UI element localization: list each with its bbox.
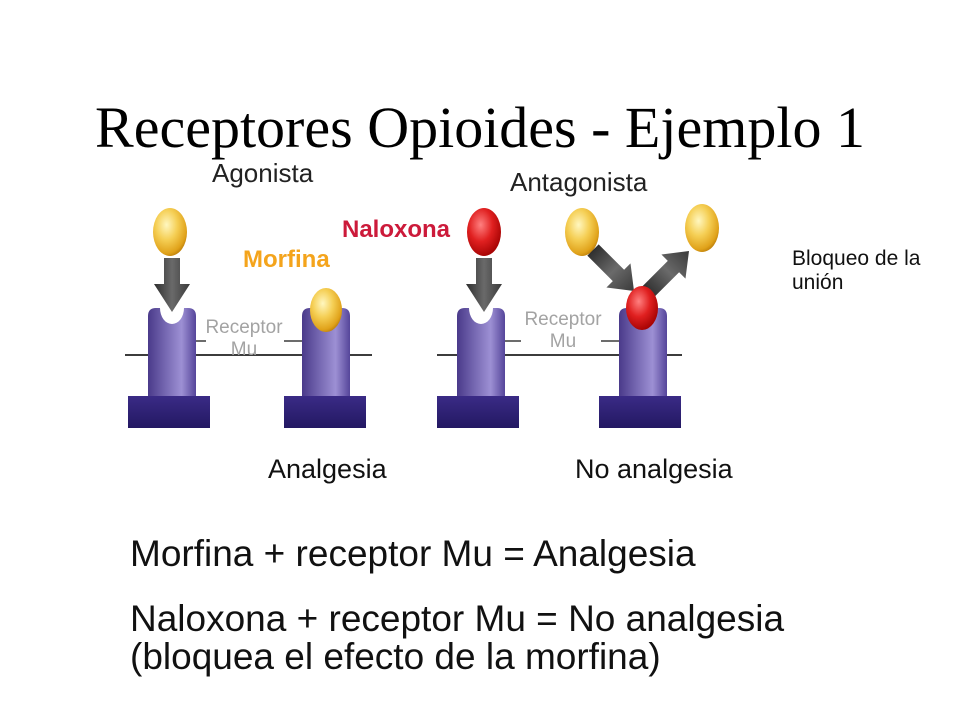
receptor-mu-bound-naloxone <box>599 286 681 428</box>
naloxone-label: Naloxona <box>342 216 451 243</box>
receptor-base <box>437 396 519 428</box>
antagonist-panel <box>437 204 719 428</box>
receptor-label: Receptor Mu <box>200 317 288 361</box>
deflected-morphine-molecule-icon <box>685 204 719 252</box>
summary-line: Morfina + receptor Mu = Analgesia <box>130 533 696 574</box>
morphine-label: Morfina <box>243 246 330 273</box>
morphine-molecule-icon <box>565 208 599 256</box>
receptor-base <box>128 396 210 428</box>
summary-line: Naloxona + receptor Mu = No analgesia <box>130 598 785 639</box>
receptor-mu-unbound <box>128 308 210 428</box>
deflect-arrow-icon <box>642 250 690 298</box>
down-arrow-icon <box>154 258 190 312</box>
receptor-column <box>302 308 350 398</box>
receptor-base <box>599 396 681 428</box>
receptor-mu-bound-morphine <box>284 288 366 428</box>
receptor-column <box>148 308 196 398</box>
receptor-column <box>619 308 667 398</box>
receptor-label-line: Mu <box>230 339 258 360</box>
bound-morphine-molecule-icon <box>310 288 342 332</box>
receptor-label-line: Receptor <box>205 317 283 338</box>
binding-block-note: Bloqueo de la unión <box>792 247 921 294</box>
agonist-heading: Agonista <box>212 158 314 188</box>
slide-title: Receptores Opioides - Ejemplo 1 <box>95 95 865 160</box>
down-arrow-icon <box>466 258 502 312</box>
agonist-panel <box>125 208 372 428</box>
receptor-label-line: Receptor <box>524 309 602 330</box>
bound-naloxone-molecule-icon <box>626 286 658 330</box>
approach-arrow-icon <box>587 244 635 292</box>
antagonist-heading: Antagonista <box>510 167 648 197</box>
antagonist-outcome: No analgesia <box>575 454 733 484</box>
naloxone-molecule-icon <box>467 208 501 256</box>
receptor-column <box>457 308 505 398</box>
receptor-mu-unbound <box>437 308 519 428</box>
receptor-label: Receptor Mu <box>519 309 607 353</box>
receptor-label-line: Mu <box>549 331 577 352</box>
morphine-molecule-icon <box>153 208 187 256</box>
agonist-outcome: Analgesia <box>268 454 387 484</box>
summary-line: (bloquea el efecto de la morfina) <box>130 636 661 677</box>
receptor-base <box>284 396 366 428</box>
